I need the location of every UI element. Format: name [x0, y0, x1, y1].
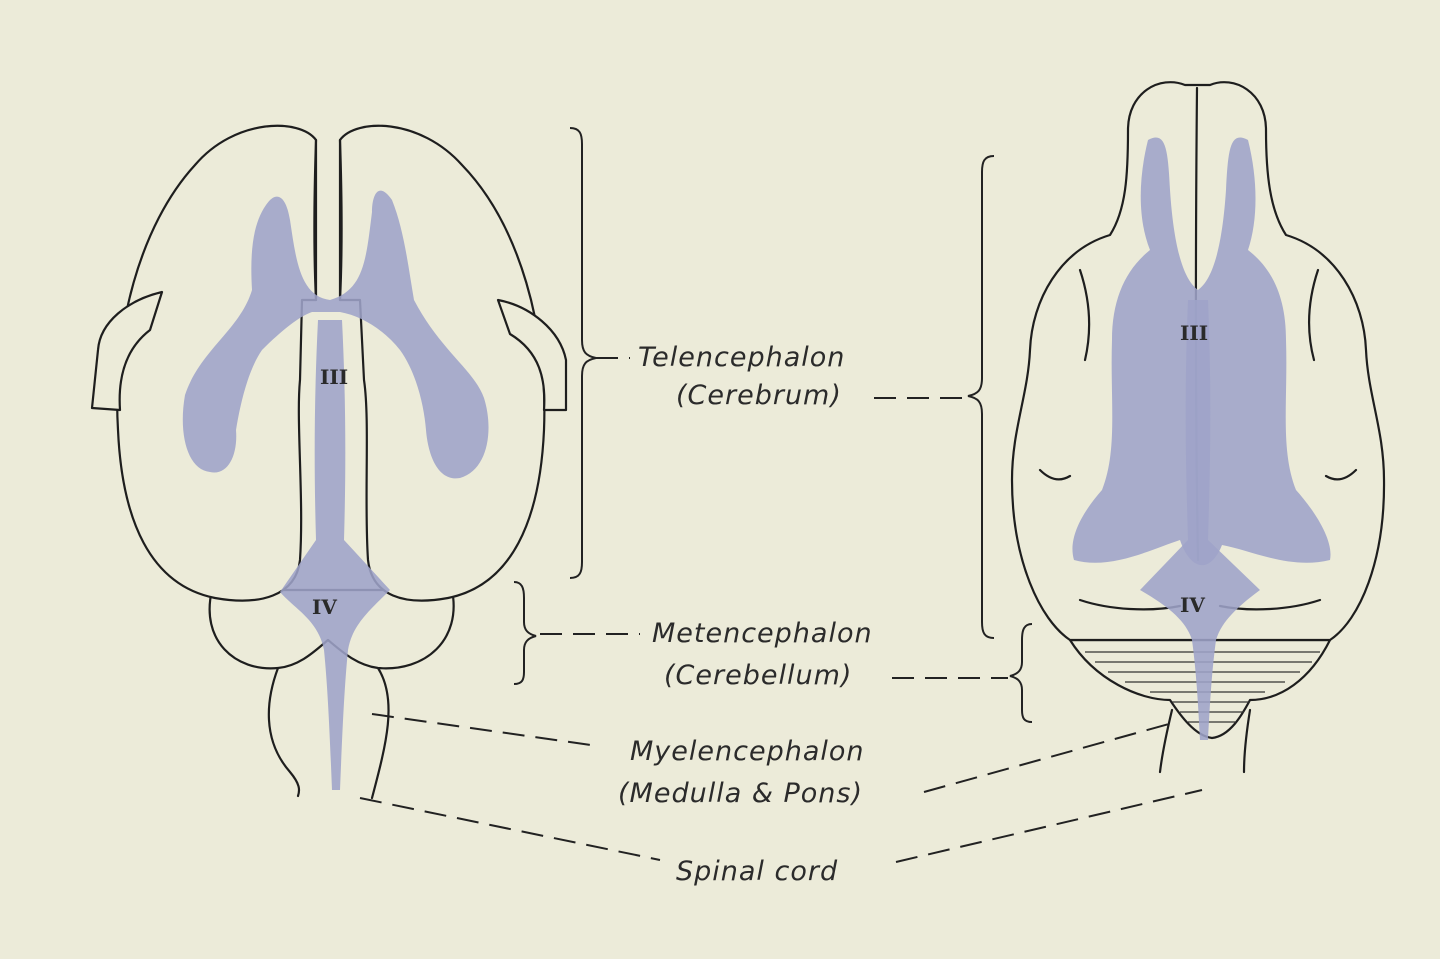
- left-metencephalon-brace: [513, 581, 537, 685]
- label-cerebellum: (Cerebellum): [664, 660, 852, 691]
- left-midline-fissure: [313, 138, 343, 302]
- right-third-ventricle: [1140, 300, 1260, 740]
- label-metencephalon: Metencephalon: [652, 618, 873, 649]
- right-gyrus-lines: [1038, 268, 1358, 611]
- left-spinal-cord-outline: [267, 666, 390, 800]
- left-lateral-flap-r: [496, 298, 568, 412]
- left-lateral-flap-l: [90, 290, 164, 412]
- right-fourth-ventricle-label: IV: [1180, 593, 1205, 617]
- right-brain: III IV: [1010, 81, 1386, 774]
- leader-medulla-right: [923, 721, 1177, 793]
- right-metencephalon-brace: [1009, 623, 1033, 723]
- left-fourth-ventricle-label: IV: [312, 595, 337, 619]
- label-medulla-pons: (Medulla & Pons): [618, 778, 863, 809]
- leader-spinal-right: [895, 789, 1203, 863]
- right-spinal-cord-outline: [1158, 708, 1252, 774]
- left-lateral-ventricles: [182, 190, 489, 479]
- label-myelencephalon: Myelencephalon: [630, 736, 865, 767]
- left-third-ventricle: [280, 320, 390, 790]
- leader-spinal-left: [359, 797, 661, 861]
- label-telencephalon: Telencephalon: [638, 342, 845, 373]
- left-brain: III IV: [90, 124, 568, 800]
- leader-myelencephalon-left: [371, 713, 599, 747]
- left-third-ventricle-label: III: [320, 365, 348, 389]
- right-telencephalon-brace: [967, 155, 995, 639]
- right-third-ventricle-label: III: [1180, 321, 1208, 345]
- label-spinal-cord: Spinal cord: [676, 856, 838, 887]
- label-cerebrum: (Cerebrum): [676, 380, 842, 411]
- left-telencephalon-brace: [569, 127, 597, 579]
